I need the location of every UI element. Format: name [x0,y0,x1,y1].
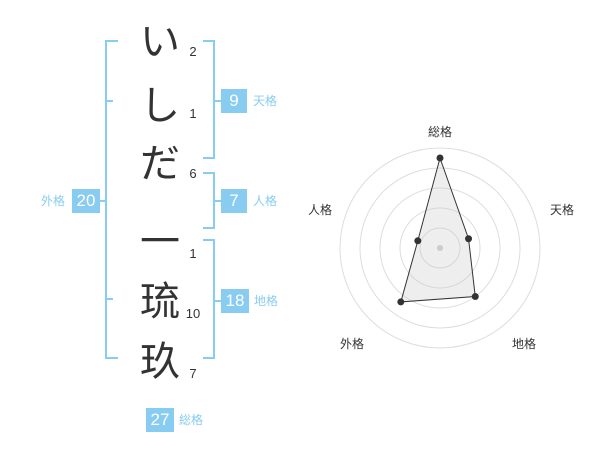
jinkaku-badge: 7 [221,189,247,213]
radar-grid-ring [359,167,521,329]
name-char-4: 一 [140,219,180,265]
name-char-6: 玖 [140,339,180,385]
name-char-5: 琉 [140,279,180,325]
soukaku-label: 総格 [179,413,204,427]
stroke-count-2: 1 [189,106,197,121]
gaikaku-label: 外格 [41,194,66,208]
chikaku-badge: 18 [221,289,249,313]
name-char-2: し [140,83,180,129]
stroke-count-3: 6 [189,166,197,181]
radar-series-polygon [400,156,476,303]
soukaku-badge: 27 [146,408,174,432]
radar-axis-label-soukaku: 総格 [427,125,452,139]
name-char-3: だ [140,141,180,187]
jinkaku-label: 人格 [253,194,278,208]
radar-point [436,154,444,162]
radar-grid-ring [379,187,501,309]
chikaku-label: 地格 [254,294,279,308]
radar-grid-ring [419,227,461,269]
stroke-count-5: 10 [185,306,201,321]
tenkaku-label: 天格 [253,94,278,108]
radar-axis-label-gaikaku: 外格 [339,337,364,351]
radar-grid-ring [399,207,481,289]
gaikaku-badge: 20 [72,189,100,213]
radar-point [414,237,422,245]
radar-center-dot [437,245,443,251]
name-char-1: い [140,19,180,65]
stroke-count-4: 1 [189,246,197,261]
radar-axis-label-tenkaku: 天格 [549,203,574,217]
radar-chart [339,147,541,349]
radar-point [397,298,405,306]
radar-axis-label-chikaku: 地格 [511,337,536,351]
radar-point [471,293,479,301]
stroke-count-6: 7 [189,366,197,381]
tenkaku-badge: 9 [221,89,247,113]
radar-axis-label-jinkaku: 人格 [307,203,332,217]
radar-grid-ring [339,147,541,349]
stroke-count-1: 2 [189,44,197,59]
radar-point [465,235,473,243]
